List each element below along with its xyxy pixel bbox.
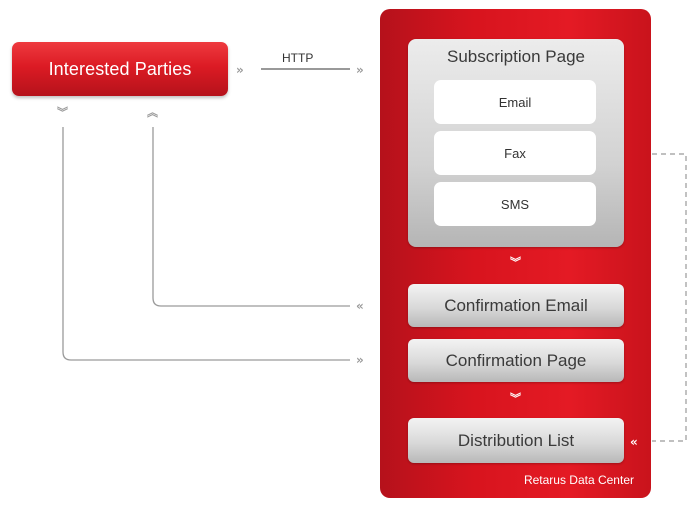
chevron-down-icon: ︾ [57, 106, 68, 119]
distribution-list-label: Distribution List [457, 430, 575, 450]
confirmation-page-connector [62, 127, 350, 361]
interested-parties-label: Interested Parties [48, 58, 192, 79]
distribution-list-box: Distribution List [408, 418, 624, 463]
confirmation-page-label: Confirmation Page [445, 350, 587, 370]
chevron-down-icon: ︾ [510, 256, 521, 269]
option-fax: Fax [434, 131, 596, 175]
chevron-down-icon: ︾ [510, 392, 521, 405]
data-center-label: Retarus Data Center [523, 473, 634, 487]
subscription-page-title: Subscription Page [447, 47, 585, 66]
option-email: Email [434, 80, 596, 124]
confirmation-page-box: Confirmation Page [408, 339, 624, 382]
chevron-right-icon: » [356, 353, 364, 367]
confirmation-email-label: Confirmation Email [444, 295, 588, 315]
confirmation-email-box: Confirmation Email [408, 284, 624, 327]
chevron-right-icon: » [236, 63, 244, 77]
chevron-left-icon: « [630, 435, 638, 449]
chevron-left-icon: « [356, 299, 364, 313]
http-label: HTTP [282, 51, 314, 65]
chevron-right-icon: » [356, 63, 364, 77]
chevron-up-icon: ︽ [147, 106, 158, 119]
fax-to-distribution-dashed [598, 153, 687, 442]
option-sms: SMS [434, 182, 596, 226]
interested-parties-box: Interested Parties [12, 42, 228, 96]
confirmation-email-connector [152, 127, 350, 307]
